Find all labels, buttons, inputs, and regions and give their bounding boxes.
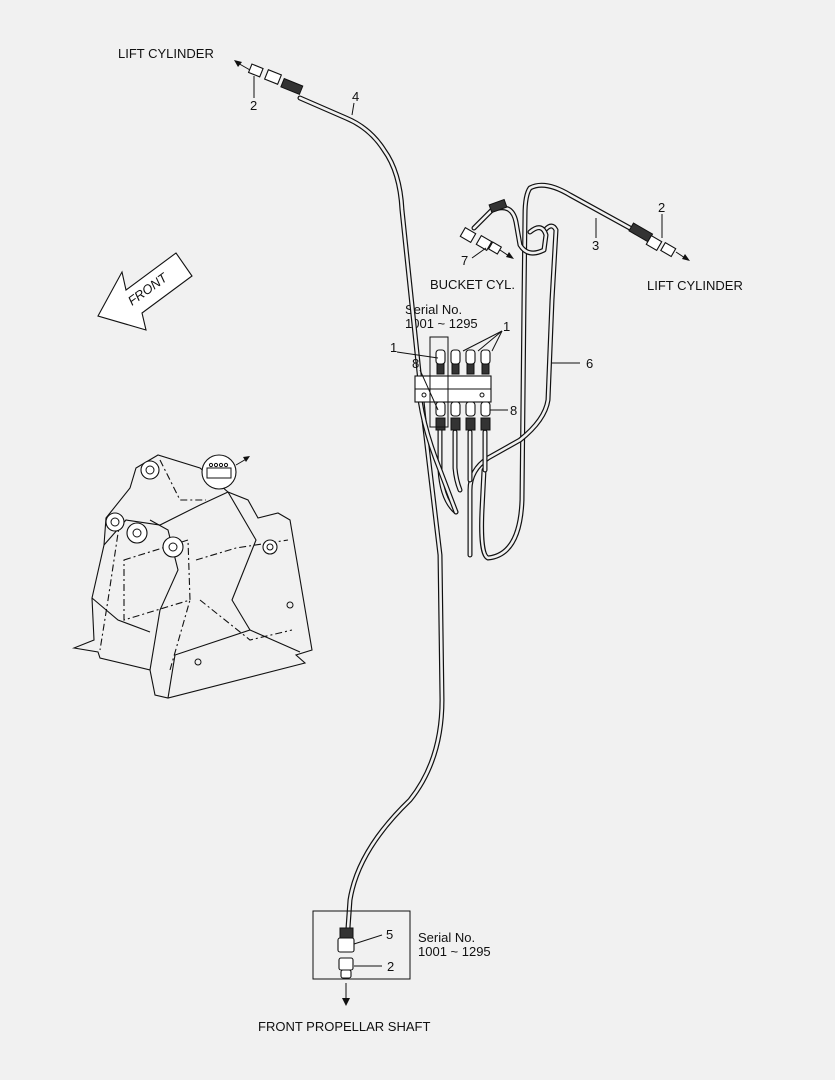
manifold-block [414, 336, 492, 431]
label-serial-lower-title: Serial No. [418, 930, 475, 945]
callout-6: 6 [586, 356, 593, 371]
callout-8-left: 8 [412, 356, 419, 371]
callout-1-left: 1 [390, 340, 397, 355]
fitting-bucket [459, 198, 514, 259]
label-front-propellar-shaft: FRONT PROPELLAR SHAFT [258, 1019, 430, 1034]
fitting-lift-left [234, 60, 304, 96]
callout-8-right: 8 [510, 403, 517, 418]
callout-3: 3 [592, 238, 599, 253]
fitting-propellar [312, 910, 411, 1006]
label-bucket-cyl: BUCKET CYL. [430, 277, 515, 292]
callout-2-right: 2 [658, 200, 665, 215]
callout-7: 7 [461, 253, 468, 268]
label-serial-lower-range: 1001 ~ 1295 [418, 944, 491, 959]
label-serial-upper-title: Serial No. [405, 302, 462, 317]
callout-1-right: 1 [503, 319, 510, 334]
loader-frame-illustration [71, 454, 313, 699]
callout-5: 5 [386, 927, 393, 942]
callout-4: 4 [352, 89, 359, 104]
pipe-4 [297, 95, 445, 931]
label-lift-cylinder-left: LIFT CYLINDER [118, 46, 214, 61]
label-lift-cylinder-right: LIFT CYLINDER [647, 278, 743, 293]
fitting-lift-right [628, 222, 690, 261]
callout-2-bottom: 2 [387, 959, 394, 974]
callout-2-top-left: 2 [250, 98, 257, 113]
label-serial-upper-range: 1001 ~ 1295 [405, 316, 478, 331]
pipe-3 [479, 182, 651, 561]
front-arrow-icon: FRONT [97, 252, 193, 331]
